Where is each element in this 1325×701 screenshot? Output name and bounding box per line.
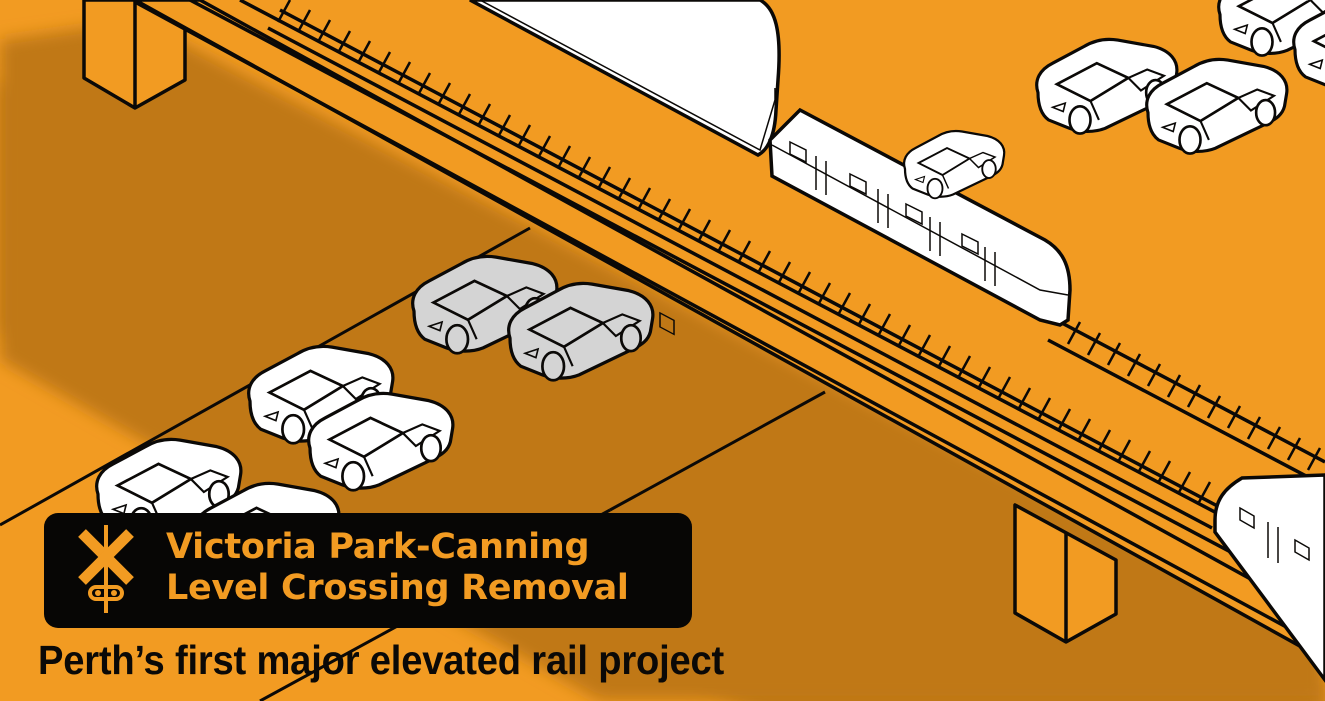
project-title-badge: Victoria Park-Canning Level Crossing Rem… [44,513,692,628]
viaduct-deck [131,0,1325,663]
viaduct-pillar-right [1013,503,1118,644]
rail-track-far [1047,320,1325,488]
project-title: Victoria Park-Canning Level Crossing Rem… [166,527,629,609]
project-title-line1: Victoria Park-Canning [166,527,590,567]
project-title-line2: Level Crossing Removal [166,568,629,608]
rail-track-near [239,0,1231,530]
train-car-3 [1213,473,1325,683]
project-subtitle: Perth’s first major elevated rail projec… [38,637,725,683]
level-crossing-icon [78,525,134,613]
viaduct-pillar-left [82,0,187,110]
train-car-2 [768,107,1072,327]
